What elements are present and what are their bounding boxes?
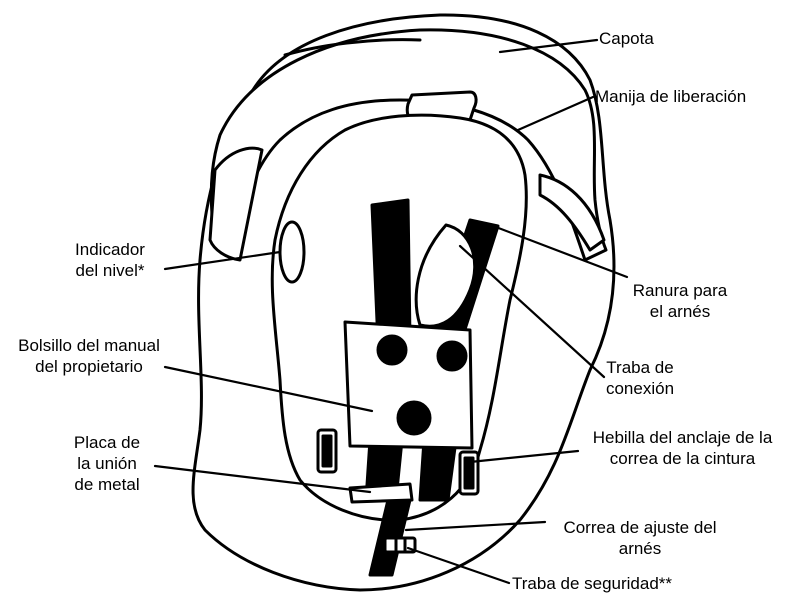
label-bolsillo-del-manual: Bolsillo del manual del propietario <box>5 335 173 377</box>
label-indicador-del-nivel: Indicador del nivel* <box>50 239 170 281</box>
label-placa-de-la-union: Placa de la unión de metal <box>60 432 154 495</box>
label-correa-de-ajuste: Correa de ajuste del arnés <box>545 517 735 559</box>
harness-strap-left <box>372 200 410 344</box>
label-traba-de-seguridad: Traba de seguridad** <box>512 573 672 594</box>
car-seat-illustration <box>193 15 614 590</box>
pocket-hole-2 <box>438 342 466 370</box>
label-traba-de-conexion: Traba de conexión <box>595 357 685 399</box>
pocket-hole-1 <box>378 336 406 364</box>
label-capota: Capota <box>599 28 654 49</box>
label-ranura-para-el-arnes: Ranura para el arnés <box>625 280 735 322</box>
level-indicator <box>280 222 304 282</box>
pocket-hole-3 <box>398 402 430 434</box>
metal-plate <box>350 484 412 502</box>
left-buckle-slot <box>323 436 331 466</box>
label-manija-de-liberacion: Manija de liberación <box>595 86 746 107</box>
label-hebilla-del-anclaje: Hebilla del anclaje de la correa de la c… <box>575 427 790 469</box>
